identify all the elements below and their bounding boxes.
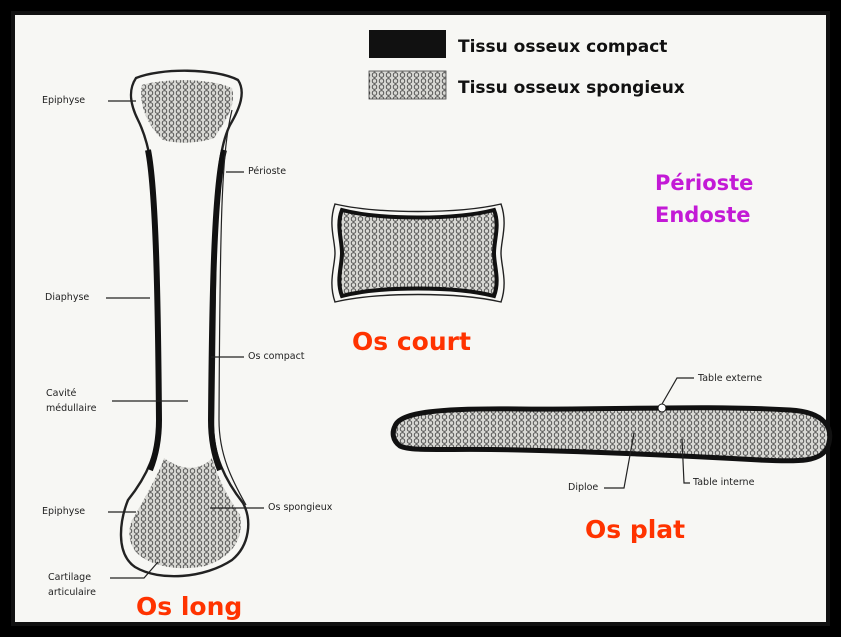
label-internal-table: Table interne [692,477,755,488]
label-periosteum: Périoste [248,166,286,177]
label-cartilage-line1: Cartilage [48,572,91,583]
label-compact-bone: Os compact [248,351,305,362]
flat-bone [393,404,830,461]
flat-bone-shape [393,408,830,461]
long-bone-title: Os long [136,592,242,621]
long-bone-compact-left [148,150,159,470]
label-epiphyse-top: Epiphyse [42,95,85,106]
legend-compact-swatch [369,30,446,58]
leader-cartilage [110,562,158,578]
label-epiphyse-bottom: Epiphyse [42,506,85,517]
long-bone-top-epiphysis [141,80,233,143]
legend-spongy-label: Tissu osseux spongieux [458,78,685,98]
flat-bone-title: Os plat [585,515,685,544]
label-diploe: Diploe [568,482,598,493]
label-cavity-line1: Cavité [46,388,76,399]
short-bone-title: Os court [352,327,471,356]
legend-compact-label: Tissu osseux compact [458,37,667,57]
label-spongy-bone: Os spongieux [268,502,333,513]
legend-spongy-swatch [369,71,446,99]
label-cavity-line2: médullaire [46,403,97,414]
membrane-periosteum-label: Périoste [655,171,753,195]
short-bone [332,204,504,302]
label-external-table: Table externe [697,373,762,384]
flat-bone-external-marker [658,404,666,412]
label-cartilage-line2: articulaire [48,587,96,598]
label-diaphyse: Diaphyse [45,292,89,303]
leader-external-table [662,378,694,404]
long-bone [121,71,248,576]
short-bone-shape [339,210,496,296]
membrane-endosteum-label: Endoste [655,203,751,227]
